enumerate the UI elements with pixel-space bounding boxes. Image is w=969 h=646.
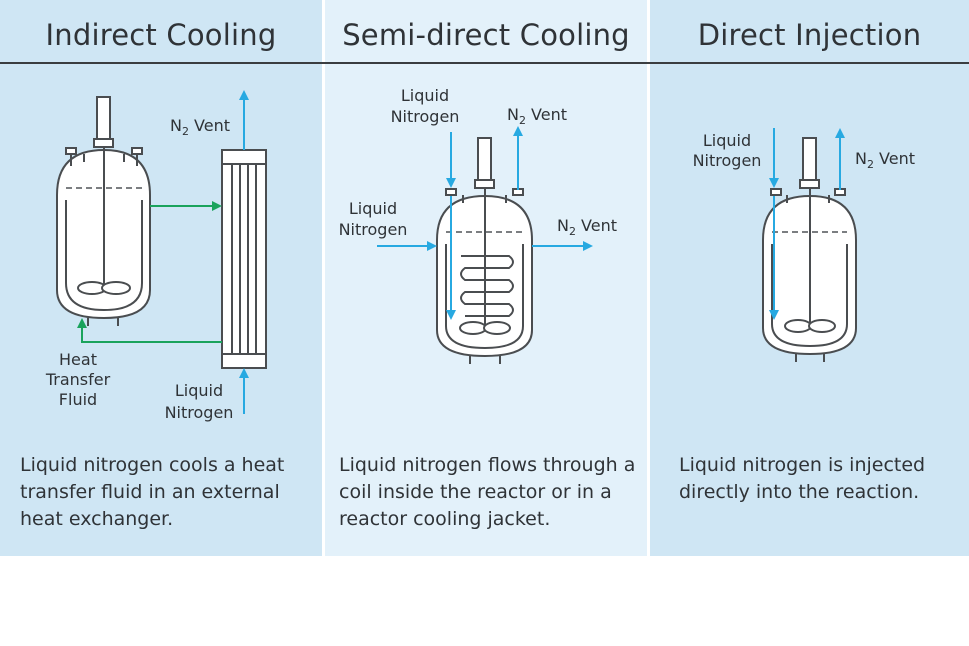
direct-injection-panel: Direct Injection <box>650 0 969 556</box>
heat-transfer-fluid-label: Heat Transfer Fluid <box>45 350 111 409</box>
cooling-coil <box>460 255 514 317</box>
semi-direct-cooling-description: Liquid nitrogen flows through a coil ins… <box>339 454 636 530</box>
semi-direct-cooling-panel: Semi-direct Cooling <box>325 0 647 556</box>
agitator <box>77 96 131 295</box>
direct-injection-title: Direct Injection <box>697 18 922 52</box>
svg-text:Liquid: Liquid <box>703 131 751 150</box>
n2-vent-label: N2 Vent <box>855 149 915 171</box>
indirect-cooling-diagram: N2 Vent Heat Transfer Fluid Liquid Nitro… <box>45 90 267 422</box>
agitator <box>459 137 511 335</box>
liquid-nitrogen-label: Liquid Nitrogen <box>165 381 234 422</box>
semi-direct-cooling-diagram: Liquid Nitrogen N2 Vent Liquid Nitrogen … <box>339 86 617 364</box>
svg-text:Liquid: Liquid <box>401 86 449 105</box>
semi-direct-cooling-title: Semi-direct Cooling <box>342 18 630 52</box>
direct-injection-diagram: Liquid Nitrogen N2 Vent <box>693 128 915 362</box>
direct-injection-description: Liquid nitrogen is injected directly int… <box>679 454 926 503</box>
n2-vent-side-label: N2 Vent <box>557 216 617 238</box>
n2-vent-label: N2 Vent <box>170 116 230 138</box>
reactor-nozzles <box>445 188 524 203</box>
svg-text:Nitrogen: Nitrogen <box>391 107 460 126</box>
svg-text:Nitrogen: Nitrogen <box>693 151 762 170</box>
indirect-cooling-title: Indirect Cooling <box>45 18 277 52</box>
svg-text:Liquid: Liquid <box>175 381 223 400</box>
header-divider <box>0 62 969 64</box>
heat-exchanger <box>221 149 267 369</box>
svg-text:Heat: Heat <box>59 350 97 369</box>
svg-text:Transfer: Transfer <box>45 370 111 389</box>
indirect-cooling-panel: Indirect Cooling <box>0 0 322 556</box>
indirect-cooling-description: Liquid nitrogen cools a heat transfer fl… <box>20 454 285 530</box>
fluid-return-arrow <box>77 318 222 343</box>
liquid-nitrogen-top-label: Liquid Nitrogen <box>391 86 460 126</box>
liquid-nitrogen-side-label: Liquid Nitrogen <box>339 199 408 239</box>
svg-text:Liquid: Liquid <box>349 199 397 218</box>
reactor-nozzles <box>65 147 143 166</box>
svg-text:Nitrogen: Nitrogen <box>339 220 408 239</box>
svg-text:Nitrogen: Nitrogen <box>165 403 234 422</box>
agitator <box>784 137 836 333</box>
svg-text:Fluid: Fluid <box>59 390 97 409</box>
liquid-nitrogen-label: Liquid Nitrogen <box>693 131 762 170</box>
n2-vent-top-label: N2 Vent <box>507 105 567 127</box>
